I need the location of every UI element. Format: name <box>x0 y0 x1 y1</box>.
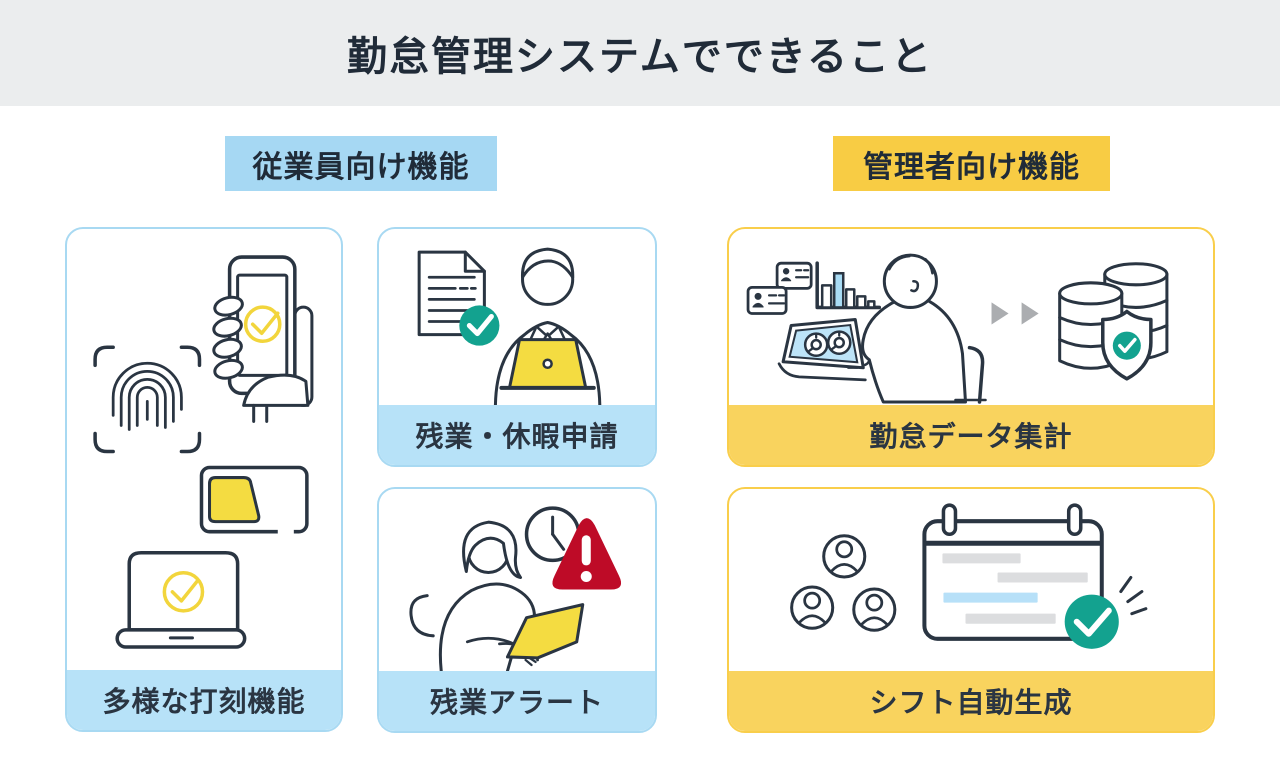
card-request-label: 残業・休暇申請 <box>379 405 655 465</box>
card-aggregate-illustration <box>729 229 1213 405</box>
section-label-manager: 管理者向け機能 <box>833 136 1110 191</box>
fingerprint-scan-icon <box>93 345 202 454</box>
card-shift-label: シフト自動生成 <box>729 671 1213 731</box>
card-alert-illustration <box>379 489 655 671</box>
card-aggregate: 勤怠データ集計 <box>727 227 1215 467</box>
page-header: 勤怠管理システムでできること <box>0 0 1280 106</box>
card-shift: シフト自動生成 <box>727 487 1215 733</box>
section-label-employee: 従業員向け機能 <box>225 136 497 191</box>
card-request: 残業・休暇申請 <box>377 227 657 467</box>
database-shield-icon <box>1058 262 1169 381</box>
card-punch-label: 多様な打刻機能 <box>67 670 341 730</box>
card-request-illustration <box>379 229 655 405</box>
staff-avatars-icon <box>790 534 897 632</box>
card-aggregate-label: 勤怠データ集計 <box>729 405 1213 465</box>
manager-at-desk-icon <box>837 253 987 404</box>
card-alert: 残業アラート <box>377 487 657 733</box>
alert-triangle-icon <box>552 518 622 590</box>
id-cards-icon <box>746 261 813 315</box>
laptop-check-icon <box>115 550 247 649</box>
card-punch-methods: 多様な打刻機能 <box>65 227 343 732</box>
ic-card-icon <box>199 465 309 536</box>
card-shift-illustration <box>729 489 1213 671</box>
bar-chart-icon <box>815 261 882 310</box>
shift-calendar-icon <box>922 503 1148 649</box>
employee-at-laptop-icon <box>493 247 602 405</box>
card-alert-label: 残業アラート <box>379 671 655 731</box>
transfer-arrows-icon <box>991 302 1039 325</box>
approved-document-icon <box>417 250 500 346</box>
smartphone-check-icon <box>212 255 314 423</box>
analytics-laptop-icon <box>777 318 867 382</box>
page-title: 勤怠管理システムでできること <box>347 35 933 79</box>
woman-at-laptop-icon <box>409 520 585 671</box>
card-punch-illustration <box>67 229 341 670</box>
